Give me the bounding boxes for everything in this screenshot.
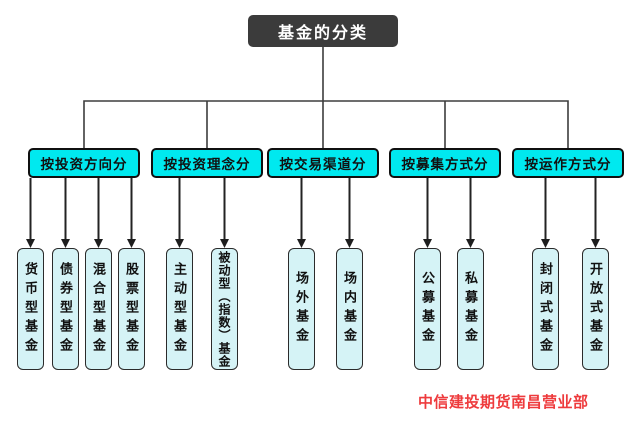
node-category-fundraising-method: 按募集方式分 (389, 148, 501, 178)
node-leaf-currency-fund: 货币型基金 (17, 248, 44, 370)
node-leaf-open-end-fund: 开放式基金 (582, 248, 609, 370)
watermark-text: 中信建投期货南昌营业部 (418, 394, 589, 411)
node-leaf-stock-fund: 股票型基金 (118, 248, 145, 370)
node-leaf-exchange-fund: 场内基金 (336, 248, 363, 370)
down-arrow-connectors (26, 178, 600, 248)
node-leaf-passive-index-fund: 被动型（指数）基金 (211, 248, 238, 370)
node-leaf-bond-fund: 债券型基金 (52, 248, 79, 370)
tree-elbow-connectors (83, 46, 569, 149)
node-category-investment-philosophy: 按投资理念分 (151, 148, 263, 178)
node-category-investment-direction: 按投资方向分 (28, 148, 140, 178)
node-leaf-active-fund: 主动型基金 (166, 248, 193, 370)
node-leaf-otc-fund: 场外基金 (288, 248, 315, 370)
node-root-title: 基金的分类 (248, 15, 398, 47)
node-leaf-closed-end-fund: 封闭式基金 (532, 248, 559, 370)
node-leaf-private-fund: 私募基金 (457, 248, 484, 370)
node-category-trading-channel: 按交易渠道分 (267, 148, 379, 178)
node-leaf-public-fund: 公募基金 (414, 248, 441, 370)
node-category-operation-method: 按运作方式分 (512, 148, 624, 178)
node-leaf-hybrid-fund: 混合型基金 (85, 248, 112, 370)
